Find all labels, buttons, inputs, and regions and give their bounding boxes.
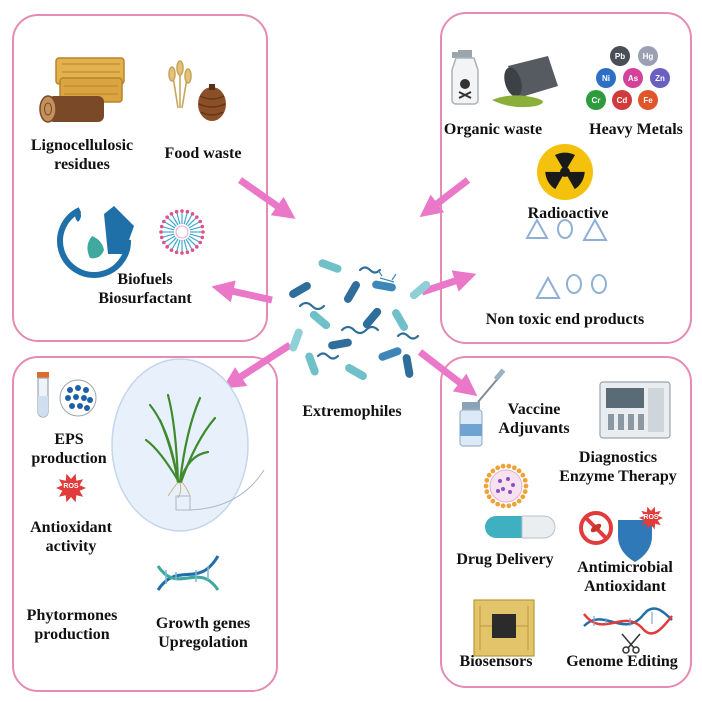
label-food-waste: Food waste: [164, 145, 242, 162]
test-tube-icon: [37, 372, 49, 418]
arrow-group: [211, 177, 478, 397]
diagnostics-machine-icon: [599, 381, 671, 439]
toxic-barrel-icon: [492, 56, 558, 108]
biosensor-chip-icon: [473, 599, 535, 657]
label-biosensors: Biosensors: [459, 653, 533, 670]
spray-bottle-icon: [451, 50, 479, 105]
plant-circle-icon: [111, 358, 265, 532]
label-genome-editing: Genome Editing: [566, 653, 678, 670]
pine-cone-icon: [198, 84, 226, 121]
eps-cells-icon: [59, 379, 97, 417]
fuel-pump-icon: [57, 206, 134, 278]
metal-symbol: Pb: [615, 52, 625, 61]
capsule-icon: [485, 515, 556, 539]
ros-burst-icon: [56, 473, 86, 503]
genome-editing-dna-icon: [583, 607, 673, 654]
metal-symbol: Zn: [655, 74, 665, 83]
wheat-icon: [168, 60, 192, 109]
vaccine-vial-icon: [459, 368, 506, 447]
liposome-icon: [483, 463, 529, 509]
metal-symbol: Ni: [602, 74, 610, 83]
shield-icon: [618, 506, 663, 562]
hay-bales-icon: [55, 57, 125, 103]
metal-symbol: Hg: [643, 52, 654, 61]
label-extremophiles: Extremophiles: [302, 403, 402, 420]
arrow-out-bottom-left: [222, 342, 292, 389]
arrow-out-bottom-right: [417, 349, 478, 397]
micelle-icon: [159, 209, 205, 255]
metal-symbol: Cr: [592, 96, 601, 105]
arrow-out-right: [420, 270, 477, 296]
metal-symbol: As: [628, 74, 639, 83]
arrow-out-left: [211, 280, 273, 304]
label-non-toxic-end-products: Non toxic end products: [485, 311, 645, 328]
ros-badge-text-2: ROS: [643, 514, 659, 521]
metal-symbol: Cd: [617, 96, 628, 105]
label-drug-delivery: Drug Delivery: [456, 551, 554, 568]
label-organic-waste: Organic waste: [443, 121, 543, 138]
log-icon: [39, 95, 104, 123]
radioactive-icon: [537, 144, 593, 200]
no-bacteria-icon: [579, 511, 613, 545]
dna-helix-icon: [156, 555, 220, 591]
bacteria-cluster-icon: [289, 259, 431, 380]
non-toxic-shapes-icon: [525, 217, 608, 299]
metal-symbol: Fe: [643, 96, 653, 105]
label-heavy-metals: Heavy Metals: [589, 121, 683, 138]
label-radioactive: Radioactive: [527, 205, 609, 222]
arrow-in-top-right: [419, 177, 471, 218]
arrow-in-top-left: [237, 177, 296, 219]
ros-badge-text: ROS: [63, 483, 79, 490]
